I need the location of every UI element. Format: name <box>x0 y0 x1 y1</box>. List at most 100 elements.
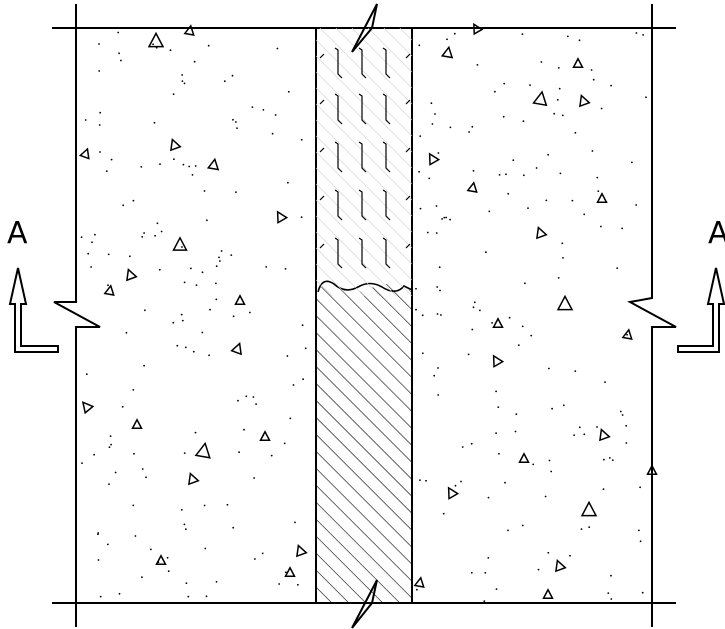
sand-dot <box>251 106 254 108</box>
sand-dot <box>271 132 274 135</box>
aggregate-mark <box>230 342 242 356</box>
sand-dot <box>537 568 540 571</box>
sand-dot <box>521 524 524 527</box>
sand-dot <box>155 46 158 49</box>
sand-dot <box>141 236 144 238</box>
sealant-texture-line <box>316 55 412 153</box>
sand-dot <box>107 253 110 256</box>
sand-dot <box>621 414 624 416</box>
sand-dot <box>488 210 491 213</box>
sand-dot <box>243 428 245 431</box>
sand-dot <box>561 242 564 245</box>
aggregate-mark <box>599 428 611 442</box>
sand-dot <box>508 316 511 319</box>
sand-dot <box>596 176 599 179</box>
sand-dot <box>194 431 197 434</box>
aggregate-mark <box>284 566 296 578</box>
sand-dot <box>550 470 553 473</box>
sand-dot <box>597 190 600 193</box>
sand-dot <box>418 170 420 173</box>
sand-dot <box>152 43 155 46</box>
sand-dot <box>471 328 474 331</box>
sealant-texture-line <box>335 28 412 105</box>
sand-dot <box>583 433 586 436</box>
sealant-tick <box>405 99 411 105</box>
sealant-texture-line <box>316 0 412 24</box>
sand-dot <box>437 152 440 154</box>
sand-dot <box>193 60 196 63</box>
sand-dot <box>415 308 417 311</box>
sand-dot <box>226 503 229 506</box>
aggregate-mark <box>172 236 188 251</box>
sealant-texture-line <box>316 199 412 296</box>
sealant-texture-line <box>316 135 412 233</box>
sand-dot <box>507 192 510 195</box>
aggregate-mark <box>206 157 220 171</box>
sand-dot <box>144 309 146 312</box>
sand-dot <box>446 38 448 41</box>
sand-dot <box>121 405 124 408</box>
sand-dot <box>158 268 161 271</box>
sand-dot <box>472 306 475 309</box>
sand-dot <box>203 504 206 507</box>
concrete-slab-left <box>53 4 101 627</box>
aggregate-mark <box>428 152 441 166</box>
sand-dot <box>300 138 303 141</box>
sand-dot <box>180 509 183 511</box>
sand-dot <box>99 111 102 114</box>
sand-dot <box>81 462 83 464</box>
sealant-texture-line <box>351 28 412 89</box>
aggregate-mark <box>296 544 308 558</box>
sand-dot <box>206 219 208 222</box>
aggregate-mark <box>276 210 289 224</box>
sand-dot <box>145 476 147 479</box>
sand-dot <box>294 521 296 524</box>
sand-dot <box>476 64 479 66</box>
sand-dot <box>547 153 549 156</box>
sand-dot <box>433 374 436 377</box>
sand-dot <box>434 113 436 115</box>
sand-dot <box>600 225 602 228</box>
sand-dot <box>548 459 551 462</box>
sealant-mark <box>358 189 367 221</box>
sand-dot <box>426 231 429 234</box>
sand-dot <box>253 477 256 479</box>
sealant-tick <box>405 147 411 153</box>
sealant-texture-line <box>316 71 412 169</box>
sand-dot <box>431 123 434 125</box>
sand-dot <box>143 364 146 367</box>
sand-dot <box>588 526 591 529</box>
sealant-mark <box>382 47 391 79</box>
sand-dot <box>521 33 524 35</box>
sand-dot <box>610 598 613 600</box>
sand-dot <box>154 234 157 237</box>
sand-dot <box>578 426 581 429</box>
sealant-mark <box>358 237 367 269</box>
sand-dot <box>439 289 441 292</box>
sand-dot <box>99 595 102 598</box>
sand-dot <box>183 281 186 284</box>
sand-dot <box>642 34 644 36</box>
sand-dot <box>619 410 622 413</box>
sand-dot <box>284 571 287 574</box>
sand-dot <box>497 406 500 408</box>
sealant-texture-line <box>316 231 381 296</box>
concrete-slab-right <box>627 4 677 627</box>
sand-dot <box>419 207 422 210</box>
sealant-mark <box>382 237 391 269</box>
sealant-interface-line <box>317 280 413 293</box>
sand-dot <box>437 394 440 396</box>
sand-dot <box>559 172 562 175</box>
sand-dot <box>561 114 564 117</box>
sand-dot <box>181 74 184 76</box>
sand-dot <box>419 479 421 481</box>
sand-dot <box>548 367 550 370</box>
sand-dot <box>114 471 117 474</box>
sand-dot <box>150 548 152 551</box>
sand-dot <box>205 595 208 598</box>
sealant-mark <box>382 93 391 125</box>
sand-dot <box>631 161 633 164</box>
sand-dot <box>556 99 559 101</box>
sand-dot <box>421 352 424 355</box>
sand-dot <box>639 540 642 543</box>
